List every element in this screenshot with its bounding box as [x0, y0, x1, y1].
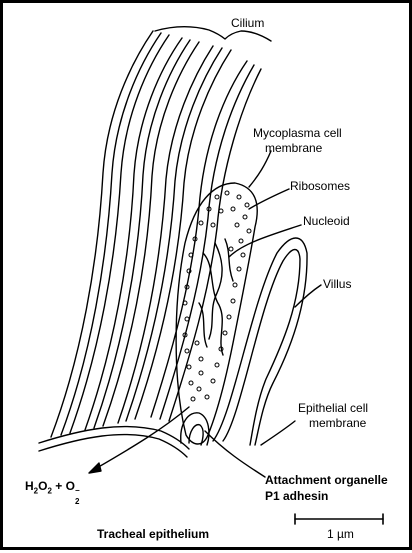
- epithelial-membrane: [39, 427, 189, 449]
- attachment-label-line2: P1 adhesin: [265, 489, 328, 503]
- villus-outer: [213, 238, 307, 445]
- epithelial-label-line1: Epithelial cell: [298, 401, 368, 415]
- mycoplasma-label-line1: Mycoplasma cell: [253, 126, 342, 140]
- epithelial-label-line2: membrane: [309, 416, 366, 430]
- cilium-label: Cilium: [231, 16, 264, 30]
- leader-mycoplasma: [249, 151, 271, 187]
- ros-arrow-head: [89, 463, 101, 473]
- villus-label: Villus: [323, 277, 351, 291]
- mycoplasma-label-line2: membrane: [265, 141, 322, 155]
- leader-villus: [295, 285, 321, 307]
- nucleoid-label: Nucleoid: [303, 214, 350, 228]
- ribosomes-label: Ribosomes: [290, 179, 350, 193]
- tracheal-epithelium-label: Tracheal epithelium: [97, 527, 209, 541]
- scale-bar-label: 1 µm: [327, 527, 354, 541]
- mycoplasma-cell-outline: [176, 183, 257, 444]
- ros-formula: H2O2 + O−2: [25, 479, 83, 498]
- scale-bar: [295, 514, 383, 524]
- epithelial-membrane-inner: [39, 435, 187, 457]
- leader-epithelial: [261, 421, 295, 445]
- cilium-bundle: [51, 31, 261, 437]
- attachment-label-line1: Attachment organelle: [265, 473, 388, 487]
